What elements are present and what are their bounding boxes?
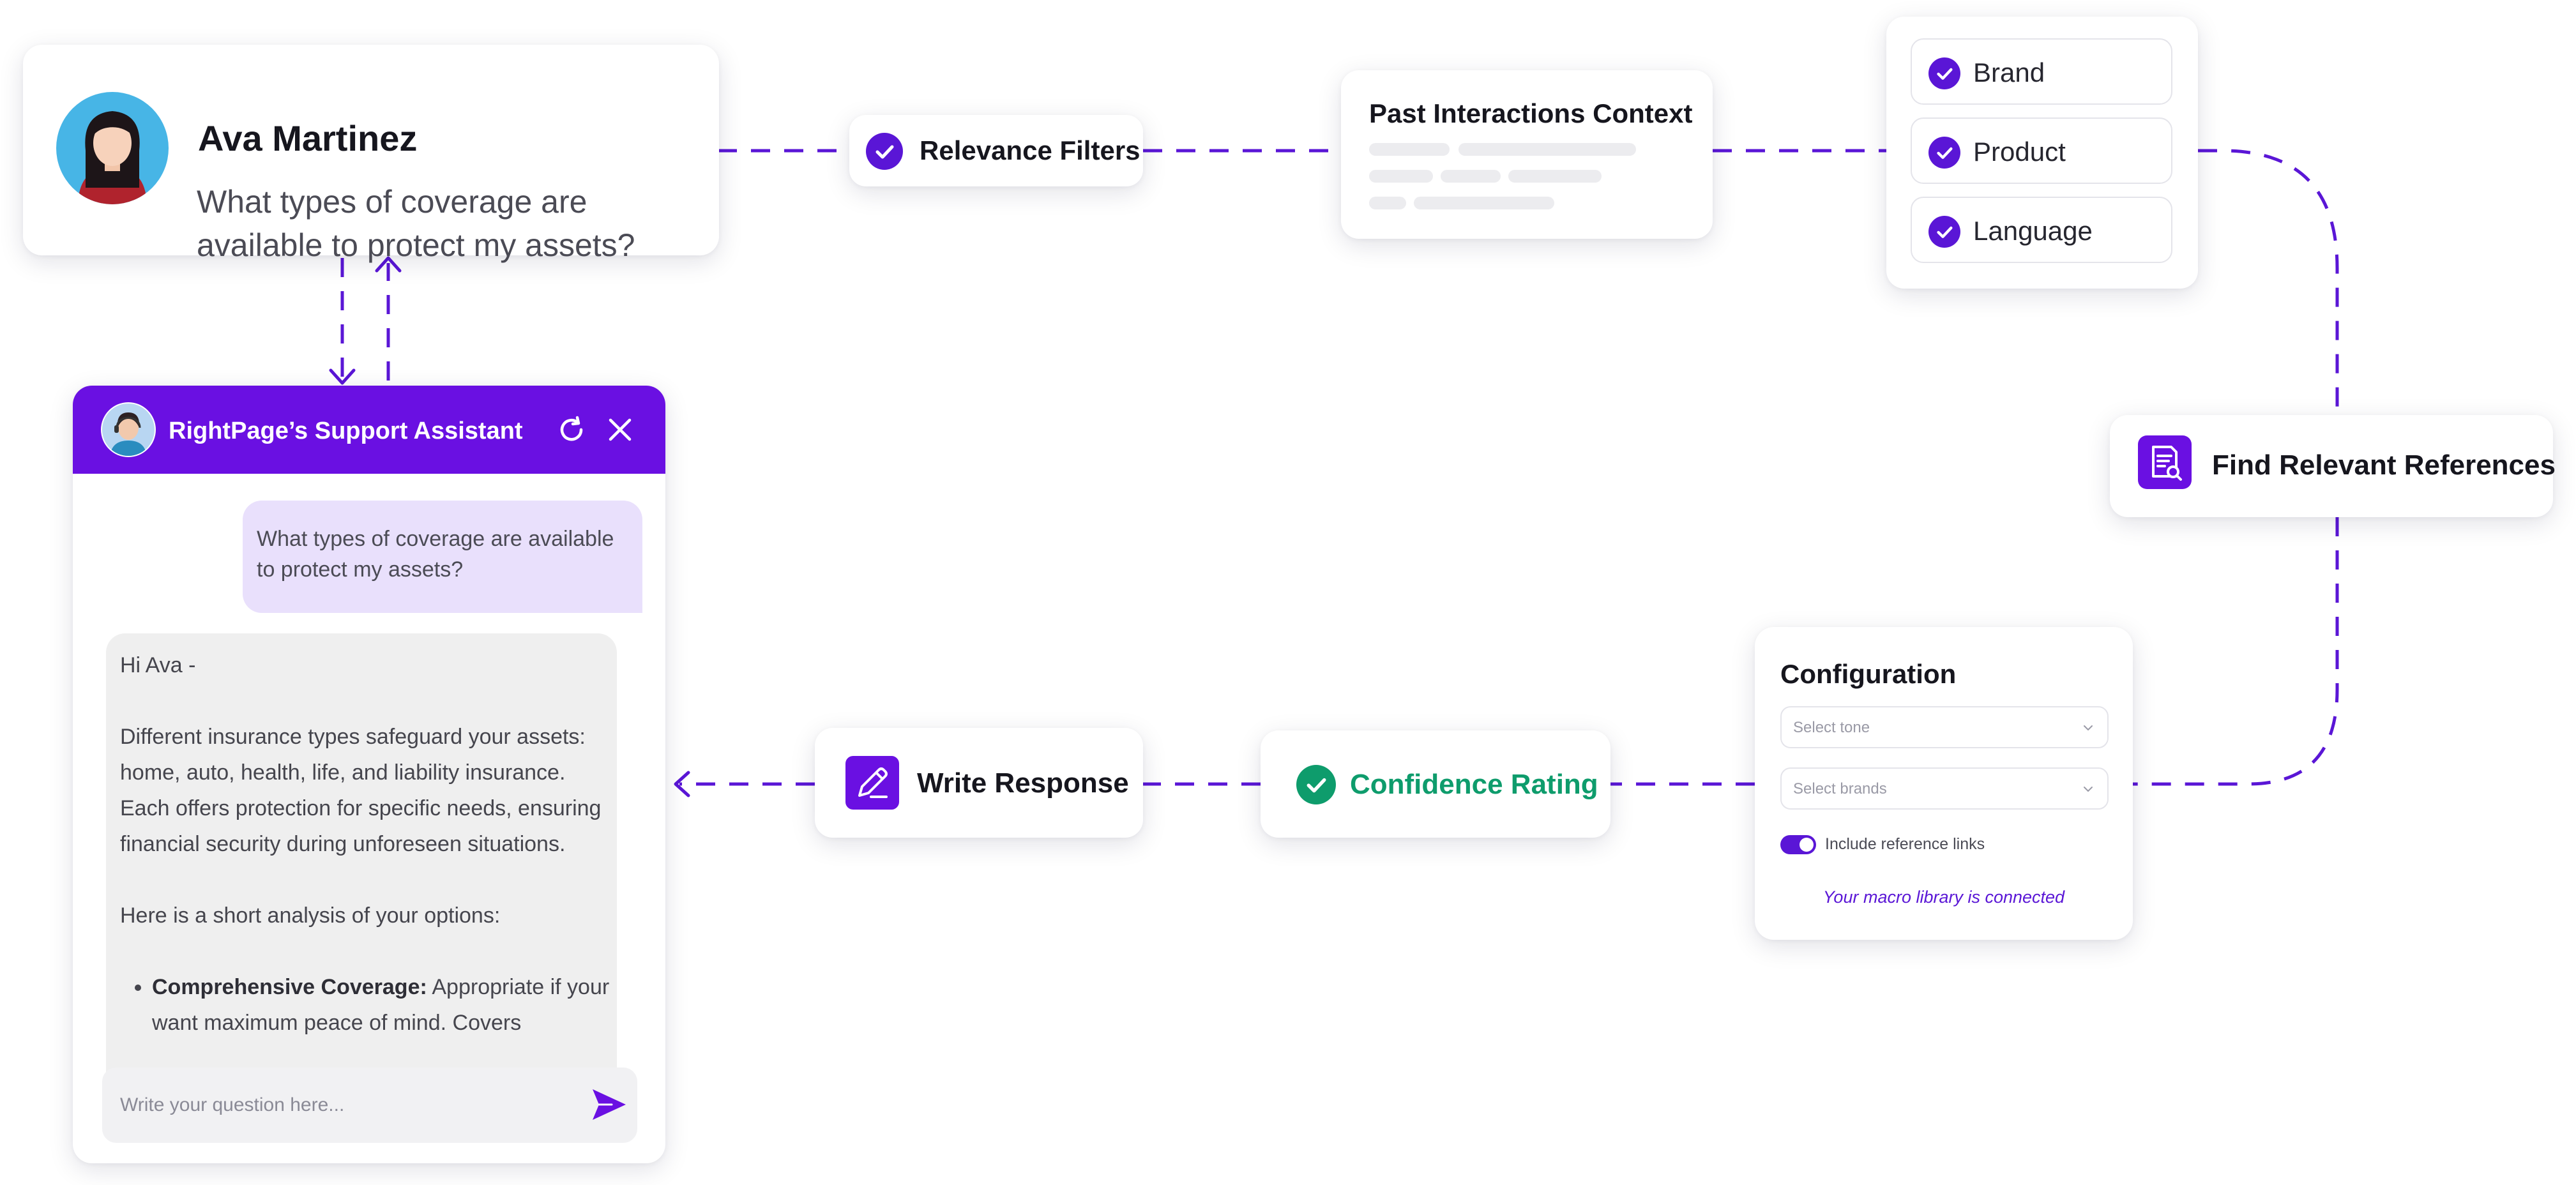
filter-options-node: Brand Product Language <box>1886 17 2198 289</box>
check-circle-icon <box>866 133 903 170</box>
relevance-filters-node: Relevance Filters <box>849 115 1143 186</box>
chat-header: RightPage’s Support Assistant <box>73 386 665 474</box>
arrowhead-up <box>375 256 402 273</box>
arrowhead-down <box>329 368 356 385</box>
reference-links-toggle[interactable] <box>1780 835 1816 854</box>
find-references-label: Find Relevant References <box>2212 449 2556 481</box>
brands-select[interactable]: Select brands <box>1780 767 2109 810</box>
bullet-text: Appropriate if your want maximum peace o… <box>152 975 610 1035</box>
close-icon[interactable] <box>604 414 636 446</box>
check-circle-icon <box>1928 216 1960 248</box>
tone-select[interactable]: Select tone <box>1780 706 2109 748</box>
write-response-node: Write Response <box>815 728 1143 838</box>
assistant-message-text: Hi Ava - Different insurance types safeg… <box>120 647 617 1041</box>
chat-input-placeholder: Write your question here... <box>120 1094 345 1115</box>
past-interactions-title: Past Interactions Context <box>1369 98 1693 128</box>
check-circle-icon <box>1928 137 1960 169</box>
skeleton-line <box>1369 143 1450 156</box>
write-response-label: Write Response <box>917 767 1129 799</box>
macro-library-note: Your macro library is connected <box>1822 887 2065 907</box>
chevron-down-icon <box>2084 787 2093 792</box>
skeleton-line <box>1441 170 1501 183</box>
configuration-panel: Configuration Select tone Select brands … <box>1755 627 2133 940</box>
check-circle-icon <box>1928 57 1960 89</box>
brands-select-placeholder: Select brands <box>1793 780 1887 797</box>
assistant-bullet-list: Comprehensive Coverage: Appropriate if y… <box>120 969 617 1041</box>
assistant-greeting: Hi Ava - <box>120 653 196 677</box>
refresh-icon[interactable] <box>556 414 587 446</box>
relevance-filters-label: Relevance Filters <box>920 135 1140 165</box>
list-item: Comprehensive Coverage: Appropriate if y… <box>152 969 617 1041</box>
pencil-icon <box>845 756 899 810</box>
filter-option-label: Language <box>1973 216 2093 246</box>
tone-select-placeholder: Select tone <box>1793 719 1870 736</box>
chat-widget: RightPage’s Support Assistant What types… <box>73 386 665 1163</box>
filter-option-brand[interactable]: Brand <box>1911 38 2172 105</box>
assistant-intro: Here is a short analysis of your options… <box>120 903 501 928</box>
assistant-avatar <box>101 402 156 457</box>
reference-links-toggle-label: Include reference links <box>1825 835 1985 853</box>
chat-question-input[interactable]: Write your question here... <box>102 1068 637 1143</box>
filter-option-language[interactable]: Language <box>1911 197 2172 263</box>
assistant-message-bubble: Hi Ava - Different insurance types safeg… <box>106 633 617 1080</box>
skeleton-line <box>1414 197 1554 209</box>
user-question: What types of coverage are available to … <box>197 184 635 263</box>
arrowhead-left <box>674 771 690 797</box>
skeleton-line <box>1458 143 1636 156</box>
send-icon[interactable] <box>590 1087 628 1122</box>
toggle-knob <box>1799 838 1814 852</box>
skeleton-line <box>1369 170 1433 183</box>
document-search-icon <box>2138 435 2192 489</box>
config-title: Configuration <box>1780 659 1957 689</box>
confidence-rating-label: Confidence Rating <box>1350 769 1598 800</box>
skeleton-line <box>1369 197 1406 209</box>
user-name: Ava Martinez <box>198 118 418 158</box>
chat-title: RightPage’s Support Assistant <box>169 418 523 444</box>
user-avatar <box>56 92 169 204</box>
chevron-down-icon <box>2084 725 2093 731</box>
find-references-node: Find Relevant References <box>2110 415 2556 517</box>
user-card: Ava Martinez What types of coverage are … <box>23 45 719 263</box>
connector-options-to-references <box>2198 149 2339 415</box>
bullet-title: Comprehensive Coverage: <box>152 975 427 999</box>
user-message-bubble: What types of coverage are available to … <box>243 501 642 613</box>
confidence-rating-node: Confidence Rating <box>1261 730 1610 838</box>
filter-option-product[interactable]: Product <box>1911 117 2172 184</box>
past-interactions-node: Past Interactions Context <box>1341 70 1713 239</box>
skeleton-line <box>1508 170 1602 183</box>
connector-references-to-config <box>2133 517 2339 786</box>
assistant-paragraph: Different insurance types safeguard your… <box>120 725 602 856</box>
filter-option-label: Brand <box>1973 57 2045 87</box>
check-circle-icon <box>1296 765 1336 804</box>
filter-option-label: Product <box>1973 137 2066 167</box>
